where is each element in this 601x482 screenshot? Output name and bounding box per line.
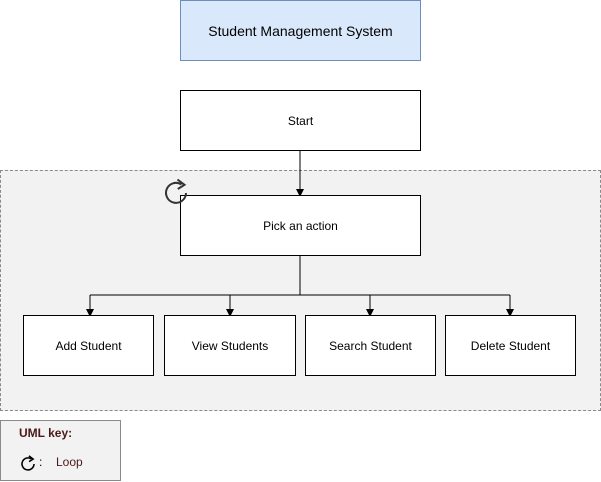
pick-action-node: Pick an action (180, 195, 421, 256)
delete-student-label: Delete Student (470, 338, 551, 353)
uml-legend: UML key: : Loop (0, 420, 121, 481)
add-student-label: Add Student (55, 338, 122, 353)
view-students-label: View Students (191, 338, 269, 353)
title-box: Student Management System (180, 0, 421, 61)
add-student-node: Add Student (23, 315, 154, 376)
legend-separator: : (39, 455, 43, 469)
pick-action-label: Pick an action (263, 218, 338, 233)
loop-icon (165, 178, 187, 204)
start-label: Start (287, 113, 314, 128)
search-student-label: Search Student (329, 338, 412, 353)
legend-title: UML key: (19, 426, 73, 440)
start-node: Start (180, 90, 421, 151)
title-text: Student Management System (208, 22, 393, 39)
loop-icon (21, 455, 35, 471)
view-students-node: View Students (164, 315, 296, 376)
legend-loop-label: Loop (56, 455, 83, 469)
search-student-node: Search Student (305, 315, 436, 376)
delete-student-node: Delete Student (445, 315, 576, 376)
